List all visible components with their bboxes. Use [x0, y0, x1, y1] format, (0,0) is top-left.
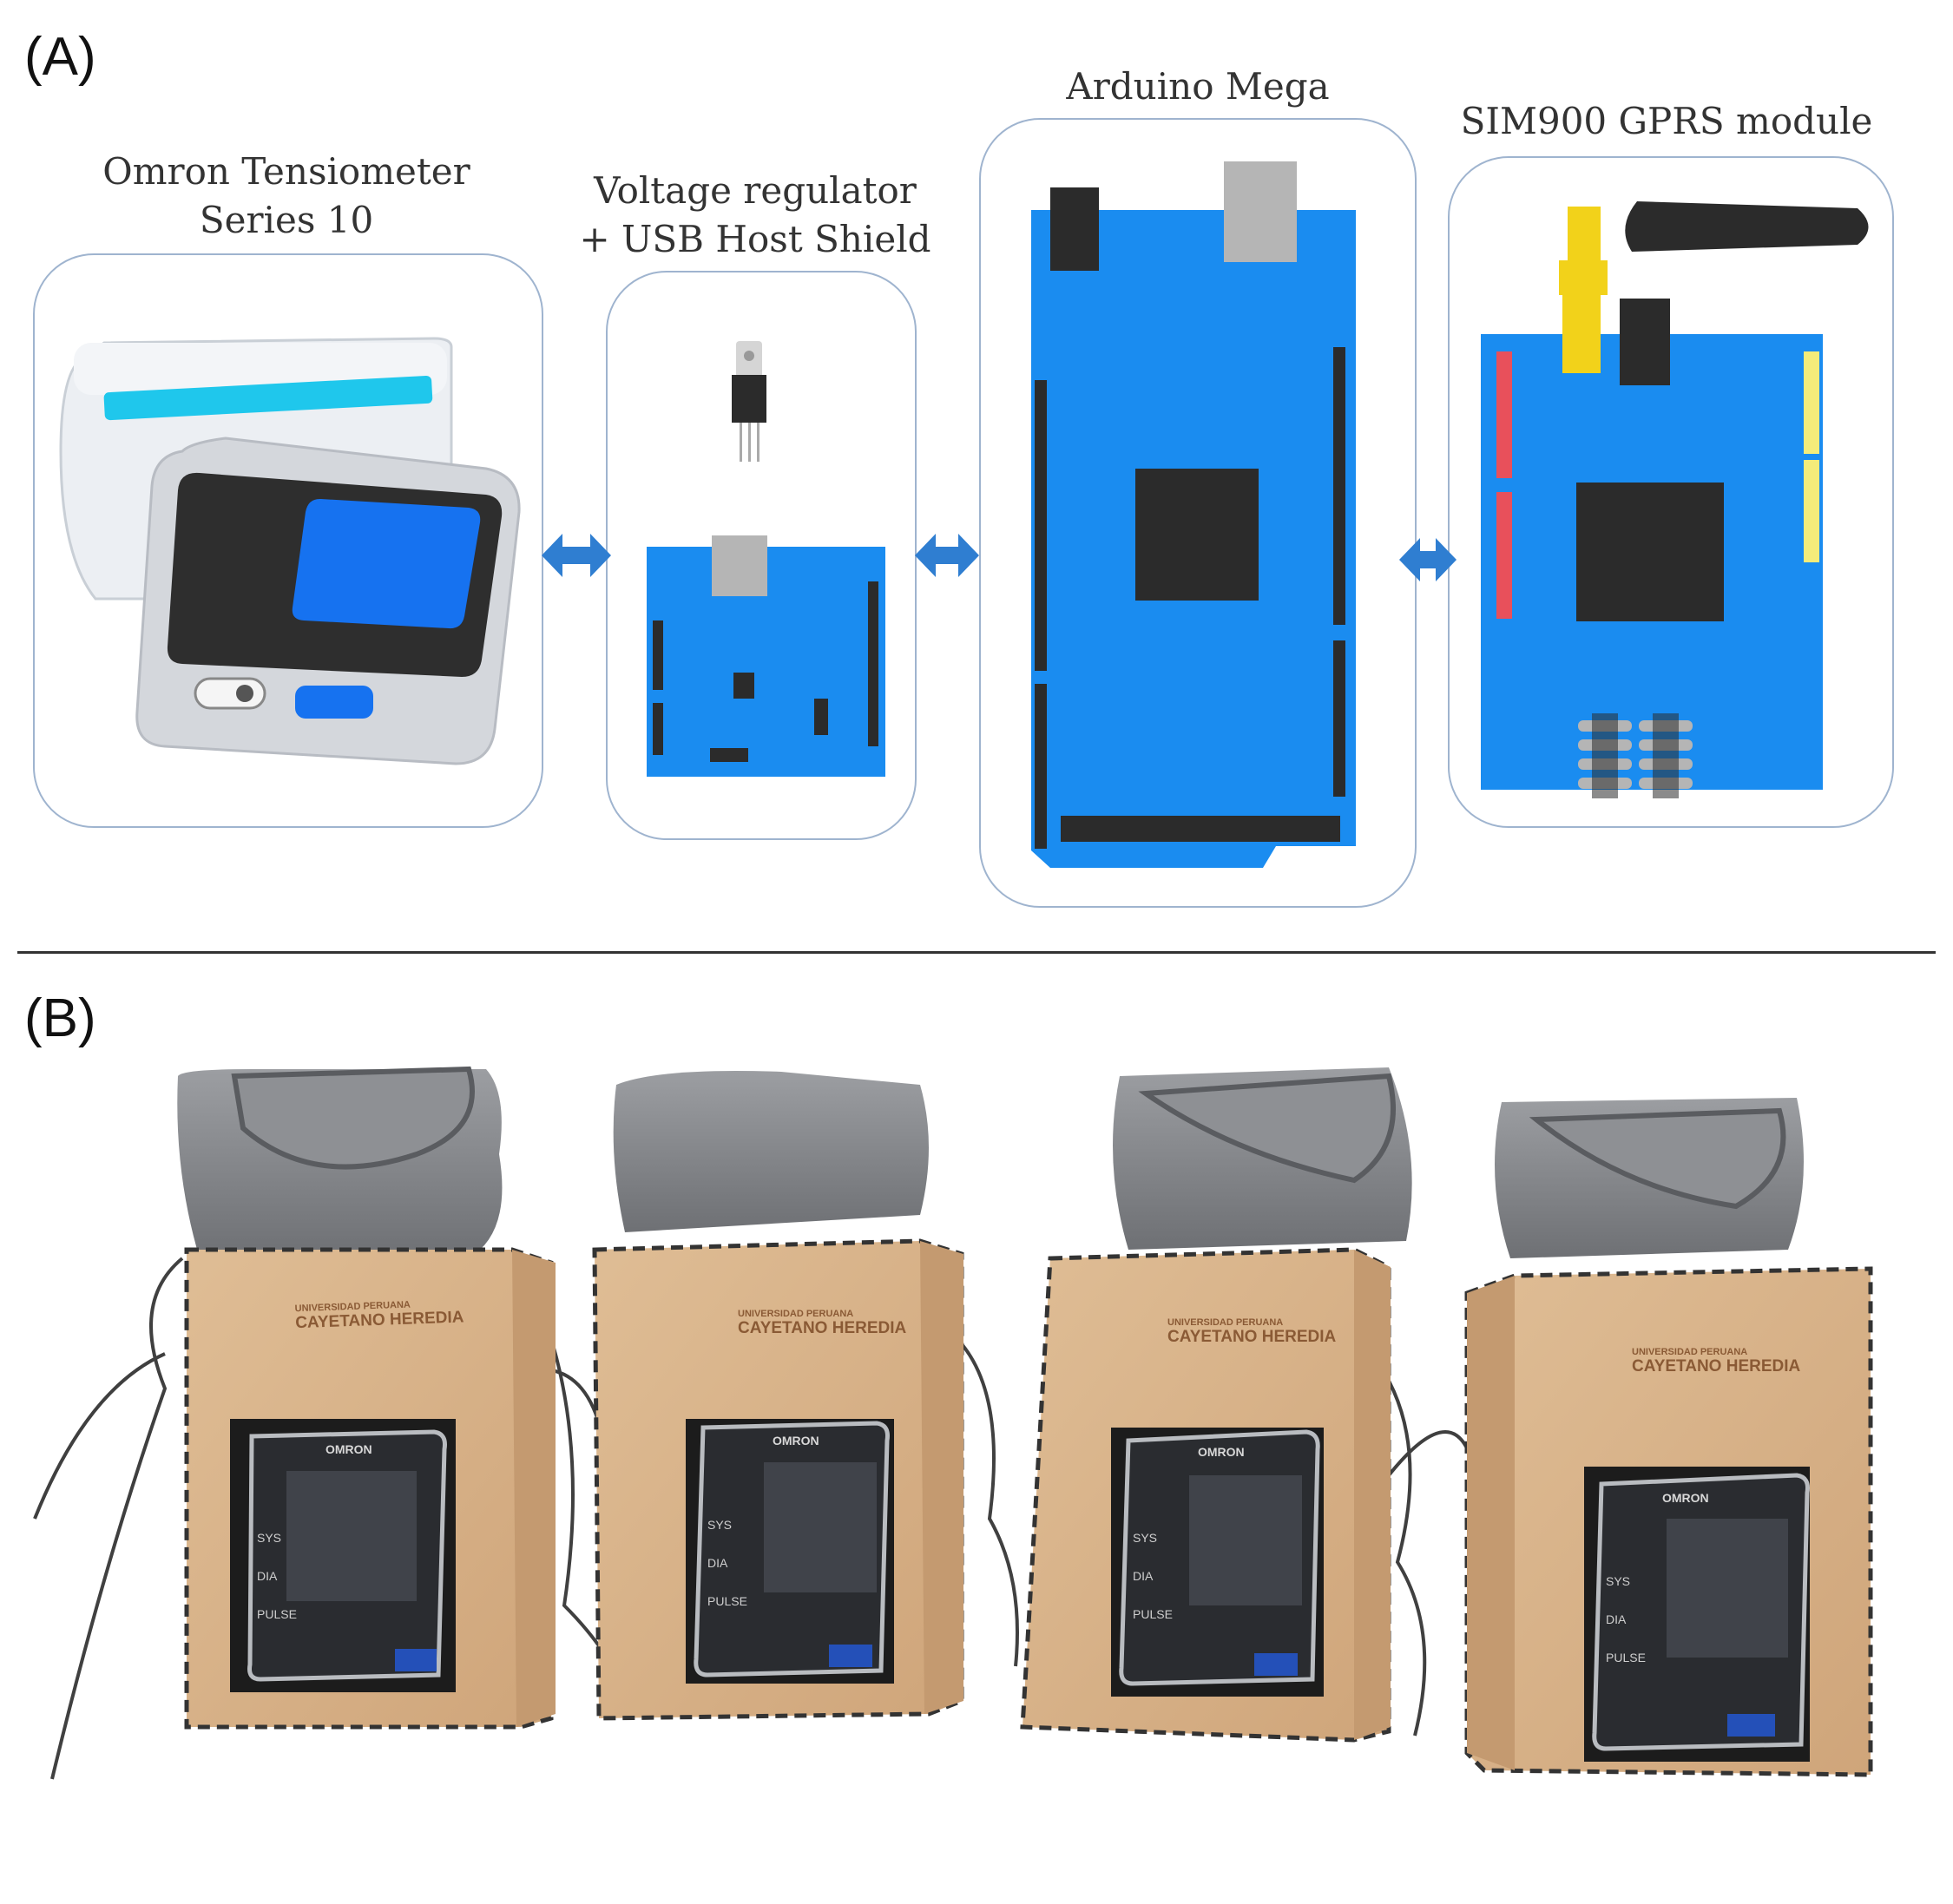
device-unit-1: [177, 1066, 556, 1730]
university-line-1: UNIVERSIDAD PERUANA: [738, 1309, 854, 1319]
usb-host-shield-icon: [647, 535, 885, 777]
arduino-title: Arduino Mega: [990, 62, 1406, 111]
double-arrow-icon: [542, 534, 1457, 581]
sys-label: SYS: [257, 1531, 282, 1545]
panel-b-label: (B): [24, 988, 96, 1048]
voltage-regulator-icon: [732, 341, 766, 462]
dia-label: DIA: [707, 1556, 728, 1570]
dia-label: DIA: [257, 1569, 278, 1583]
device-2-brand: OMRON: [773, 1434, 819, 1448]
device-3-box-text: UNIVERSIDAD PERUANA CAYETANO HEREDIA: [1167, 1317, 1376, 1347]
regulator-title: Voltage regulator + USB Host Shield: [573, 167, 937, 264]
sim900-title: SIM900 GPRS module: [1441, 97, 1892, 146]
omron-title: Omron Tensiometer Series 10: [69, 148, 503, 245]
device-4-readouts: SYS DIA PULSE: [1606, 1562, 1646, 1677]
omron-title-line2: Series 10: [199, 199, 374, 241]
sys-label: SYS: [1606, 1574, 1631, 1588]
device-unit-4: [1464, 1098, 1873, 1777]
university-line-1: UNIVERSIDAD PERUANA: [1632, 1347, 1748, 1357]
arduino-mega-board-icon: [1031, 161, 1356, 868]
device-3-brand: OMRON: [1198, 1445, 1245, 1459]
device-2-box-text: UNIVERSIDAD PERUANA CAYETANO HEREDIA: [738, 1309, 946, 1338]
sim900-title-line1: SIM900 GPRS module: [1460, 100, 1873, 142]
pulse-label: PULSE: [257, 1607, 297, 1621]
regulator-title-line2: + USB Host Shield: [579, 218, 931, 260]
device-1-readouts: SYS DIA PULSE: [257, 1519, 297, 1633]
panel-a-label: (A): [24, 27, 96, 87]
regulator-title-line1: Voltage regulator: [594, 169, 917, 212]
pulse-label: PULSE: [1606, 1651, 1646, 1664]
device-4-brand: OMRON: [1662, 1491, 1709, 1505]
arduino-title-line1: Arduino Mega: [1066, 65, 1330, 108]
university-line-1: UNIVERSIDAD PERUANA: [1167, 1317, 1284, 1328]
pulse-label: PULSE: [707, 1594, 747, 1608]
omron-tensiometer-icon: [59, 337, 521, 765]
omron-title-line1: Omron Tensiometer: [102, 150, 470, 193]
university-line-2: CAYETANO HEREDIA: [738, 1319, 907, 1337]
university-line-2: CAYETANO HEREDIA: [1632, 1357, 1801, 1375]
device-unit-3: [1020, 1067, 1412, 1743]
device-4-box-text: UNIVERSIDAD PERUANA CAYETANO HEREDIA: [1632, 1347, 1849, 1376]
device-1-box-text: UNIVERSIDAD PERUANA CAYETANO HEREDIA: [294, 1297, 503, 1333]
sys-label: SYS: [1133, 1531, 1158, 1545]
sys-label: SYS: [707, 1518, 733, 1532]
device-1-brand: OMRON: [326, 1442, 372, 1456]
dia-label: DIA: [1606, 1612, 1627, 1626]
device-unit-2: [592, 1071, 964, 1721]
block-diagram-graphics: [59, 161, 1869, 868]
device-3-readouts: SYS DIA PULSE: [1133, 1519, 1173, 1633]
pulse-label: PULSE: [1133, 1607, 1173, 1621]
sim900-gprs-module-icon: [1481, 201, 1869, 798]
device-2-readouts: SYS DIA PULSE: [707, 1506, 747, 1620]
dia-label: DIA: [1133, 1569, 1154, 1583]
university-line-2: CAYETANO HEREDIA: [1167, 1328, 1337, 1346]
panel-divider: [17, 951, 1936, 954]
